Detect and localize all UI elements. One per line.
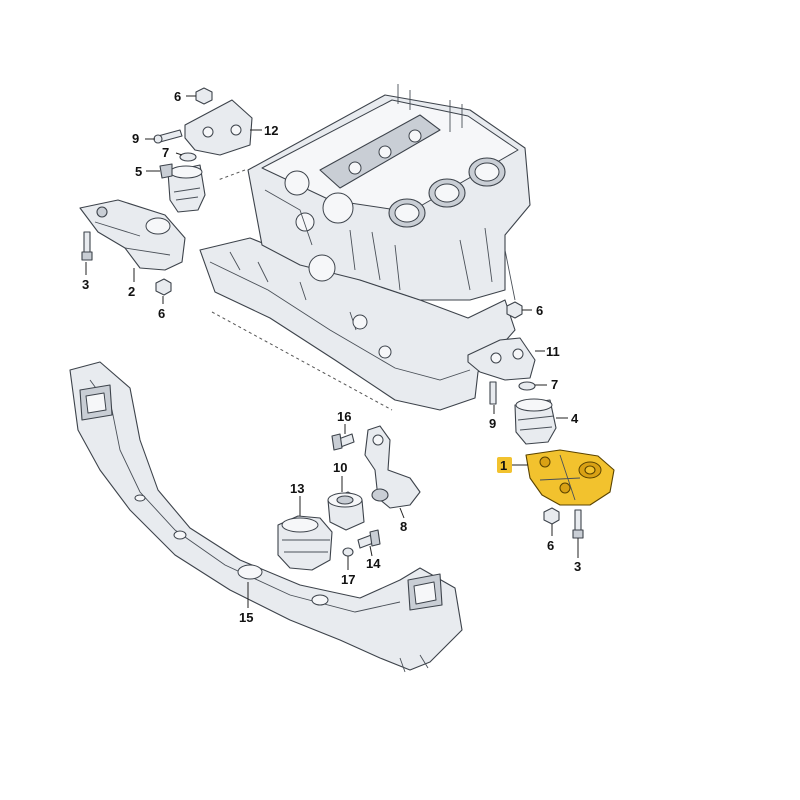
nut-6-left bbox=[155, 278, 172, 296]
callout-3-right: 3 bbox=[574, 559, 581, 574]
callout-16: 16 bbox=[337, 409, 351, 424]
callout-2: 2 bbox=[128, 284, 135, 299]
center-mount-parts bbox=[277, 425, 421, 571]
bracket-12 bbox=[184, 99, 253, 156]
bracket-2 bbox=[79, 199, 186, 271]
bolt-9-right bbox=[489, 381, 497, 405]
washer-7-left bbox=[179, 152, 197, 162]
callouts: 1 2 3 3 4 5 6 6 6 6 7 7 8 9 9 10 11 12 1… bbox=[82, 89, 581, 625]
callout-5: 5 bbox=[135, 164, 142, 179]
callout-6-right-top: 6 bbox=[536, 303, 543, 318]
callout-9-left: 9 bbox=[132, 131, 139, 146]
callout-14: 14 bbox=[366, 556, 381, 571]
callout-1: 1 bbox=[500, 458, 507, 473]
callout-9-right: 9 bbox=[489, 416, 496, 431]
subframe-15 bbox=[69, 361, 463, 673]
right-mount-assembly bbox=[467, 301, 615, 539]
callout-3-left: 3 bbox=[82, 277, 89, 292]
nut-6-right-top bbox=[506, 301, 523, 319]
callout-17: 17 bbox=[341, 572, 355, 587]
left-mount-assembly bbox=[79, 87, 253, 296]
nut-6-top bbox=[195, 87, 213, 105]
callout-1-badge bbox=[497, 457, 512, 473]
callout-8: 8 bbox=[400, 519, 407, 534]
washer-17 bbox=[342, 547, 354, 557]
callout-6-right: 6 bbox=[547, 538, 554, 553]
callout-7-left: 7 bbox=[162, 145, 169, 160]
callout-12: 12 bbox=[264, 123, 278, 138]
nut-6-right bbox=[543, 507, 560, 525]
engine-mount-4 bbox=[514, 399, 557, 445]
callout-7-right: 7 bbox=[551, 377, 558, 392]
callout-15: 15 bbox=[239, 610, 253, 625]
bracket-1-highlighted[interactable] bbox=[525, 449, 615, 506]
bracket-11 bbox=[467, 337, 536, 381]
washer-7-right bbox=[518, 381, 536, 391]
callout-6-left: 6 bbox=[158, 306, 165, 321]
bracket-8 bbox=[364, 425, 421, 509]
engine-block bbox=[199, 84, 531, 411]
callout-6-top: 6 bbox=[174, 89, 181, 104]
callout-11: 11 bbox=[546, 344, 560, 359]
callout-4: 4 bbox=[571, 411, 579, 426]
callout-13: 13 bbox=[290, 481, 304, 496]
callout-10: 10 bbox=[333, 460, 347, 475]
leader-lines bbox=[85, 95, 579, 608]
